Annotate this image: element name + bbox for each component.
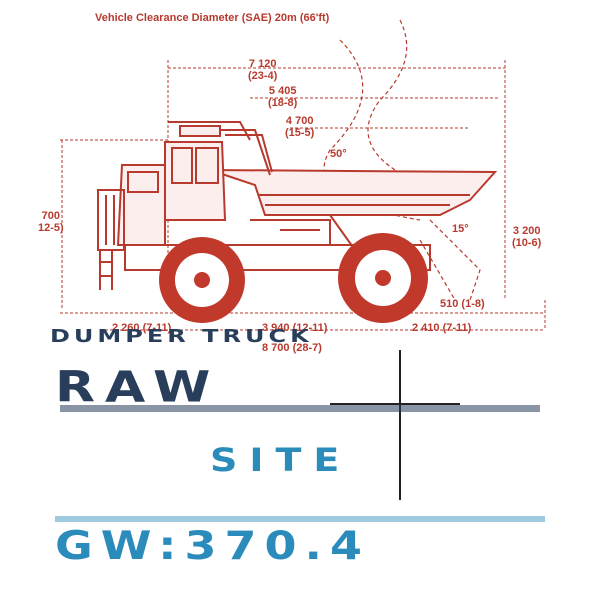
title-site: SITE <box>210 441 352 479</box>
front-wheel <box>159 237 245 323</box>
dim-bottom3: 2 410 (7-11) <box>412 322 472 334</box>
dim-top2: 5 405(18-8) <box>268 85 298 109</box>
clearance-caption: Vehicle Clearance Diameter (SAE) 20m (66… <box>95 12 330 24</box>
truck-body <box>97 121 498 290</box>
title-dumper-truck: DUMPER TRUCK <box>50 325 313 347</box>
rear-wheel <box>338 233 428 323</box>
dump-trajectory <box>323 19 481 301</box>
crosshair <box>330 350 460 500</box>
dim-angle-rear: 15° <box>452 223 469 235</box>
dim-height-right: 3 200(10-6) <box>512 225 542 249</box>
grunge-strips <box>55 405 545 522</box>
dim-top3: 4 700(15-5) <box>285 115 315 139</box>
title-model: GW:370.4 <box>55 522 370 569</box>
dim-bottom2: 3 940 (12-11) <box>262 322 328 334</box>
dim-rear-clearance: 510 (1-8) <box>440 298 485 310</box>
dim-overall: 8 700 (28-7) <box>262 342 322 354</box>
dim-bottom1: 2 260 (7-11) <box>112 322 172 334</box>
dim-angle-dump: 50° <box>330 148 347 160</box>
title-raw: RAW <box>55 362 221 412</box>
dim-top1: 7 120(23-4) <box>248 58 278 82</box>
